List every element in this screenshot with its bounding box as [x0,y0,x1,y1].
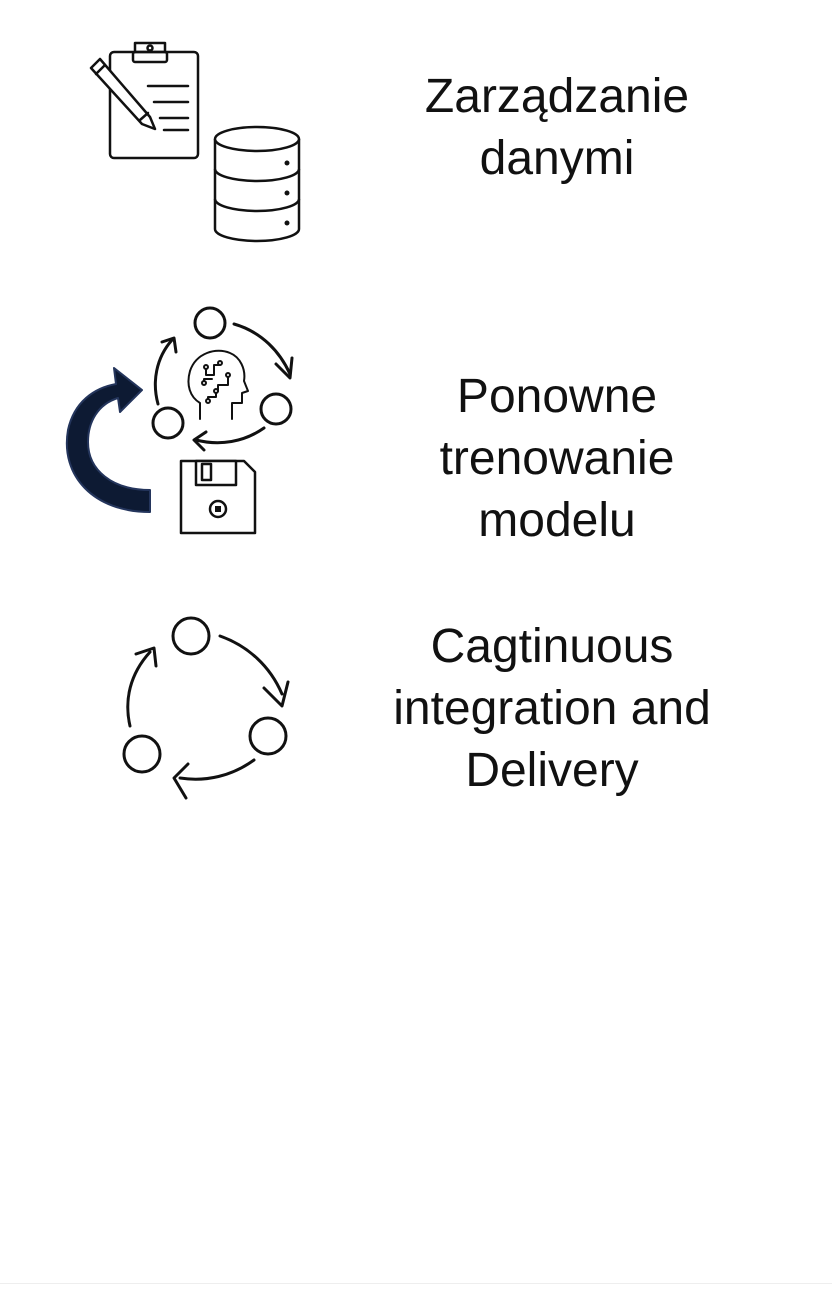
bottom-divider [0,1283,832,1284]
curved-arrow-icon [64,364,156,516]
clipboard-pencil-icon [88,38,203,163]
item-ci-cd: Cagtinuous integration and Delivery [0,600,832,830]
item-label: Zarządzanie danymi [382,66,732,190]
cycle-arrows-icon [114,614,298,806]
label-line: trenowanie [439,432,675,485]
floppy-disk-icon [178,458,258,536]
label-line: Zarządzanie [424,70,690,123]
item-label: Ponowne trenowanie modelu [382,366,732,552]
label-line: Cagtinuous [430,620,674,673]
label-line: Delivery [465,744,639,797]
item-label: Cagtinuous integration and Delivery [372,616,732,802]
item-model-retraining: Ponowne trenowanie modelu [0,290,832,550]
cycle-arrows-icon [140,306,300,456]
database-icon [212,125,302,245]
ai-head-icon [186,345,249,423]
label-line: danymi [479,132,635,185]
label-line: modelu [478,494,636,547]
item-data-management: Zarządzanie danymi [0,0,832,260]
label-line: Ponowne [456,370,658,423]
label-line: integration and [393,682,711,735]
